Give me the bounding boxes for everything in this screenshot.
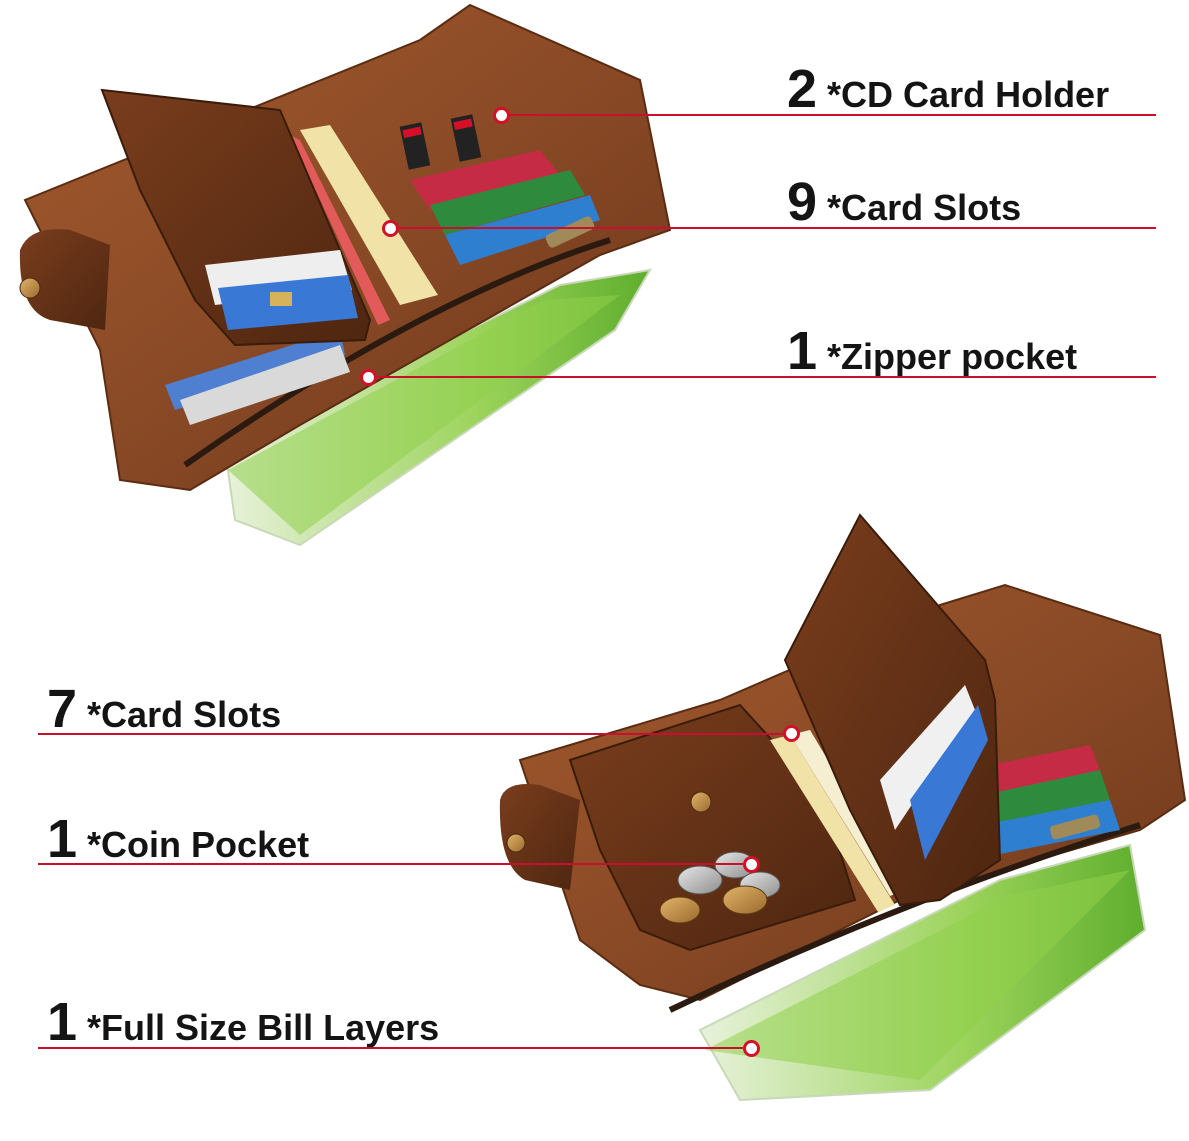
callout-count: 1 — [47, 809, 78, 869]
callout-text: *CD Card Holder — [827, 74, 1110, 115]
callout-label: 9*Card Slots — [787, 175, 1021, 229]
callout-label: 1*Full Size Bill Layers — [47, 995, 439, 1049]
callout-label: 7*Card Slots — [47, 682, 281, 736]
callout-dot — [493, 107, 510, 124]
bottom-snap-button-icon — [506, 833, 526, 853]
callout-count: 1 — [47, 992, 78, 1052]
callout-dot — [783, 725, 800, 742]
callout-label: 2*CD Card Holder — [787, 62, 1109, 116]
callout-line — [500, 114, 1156, 116]
callout-text: *Coin Pocket — [87, 824, 310, 865]
callout-text: *Card Slots — [827, 187, 1022, 228]
callout-count: 7 — [47, 679, 78, 739]
callout-count: 9 — [787, 172, 818, 232]
callout-dot — [360, 369, 377, 386]
callout-line — [367, 376, 1156, 378]
callout-dot — [743, 856, 760, 873]
top-wallet — [19, 3, 672, 547]
callout-count: 2 — [787, 59, 818, 119]
bottom-wallet — [499, 513, 1187, 1102]
top-snap-button-icon — [19, 277, 41, 299]
callout-text: *Full Size Bill Layers — [87, 1007, 440, 1048]
callout-line — [38, 863, 750, 865]
callout-count: 1 — [787, 321, 818, 381]
callout-line — [389, 227, 1156, 229]
callout-line — [38, 1047, 750, 1049]
callout-label: 1*Zipper pocket — [787, 324, 1077, 378]
callout-dot — [382, 220, 399, 237]
coin-pocket — [568, 703, 857, 952]
callout-text: *Zipper pocket — [827, 336, 1078, 377]
callout-line — [38, 733, 790, 735]
callout-text: *Card Slots — [87, 694, 282, 735]
callout-label: 1*Coin Pocket — [47, 812, 309, 866]
callout-dot — [743, 1040, 760, 1057]
